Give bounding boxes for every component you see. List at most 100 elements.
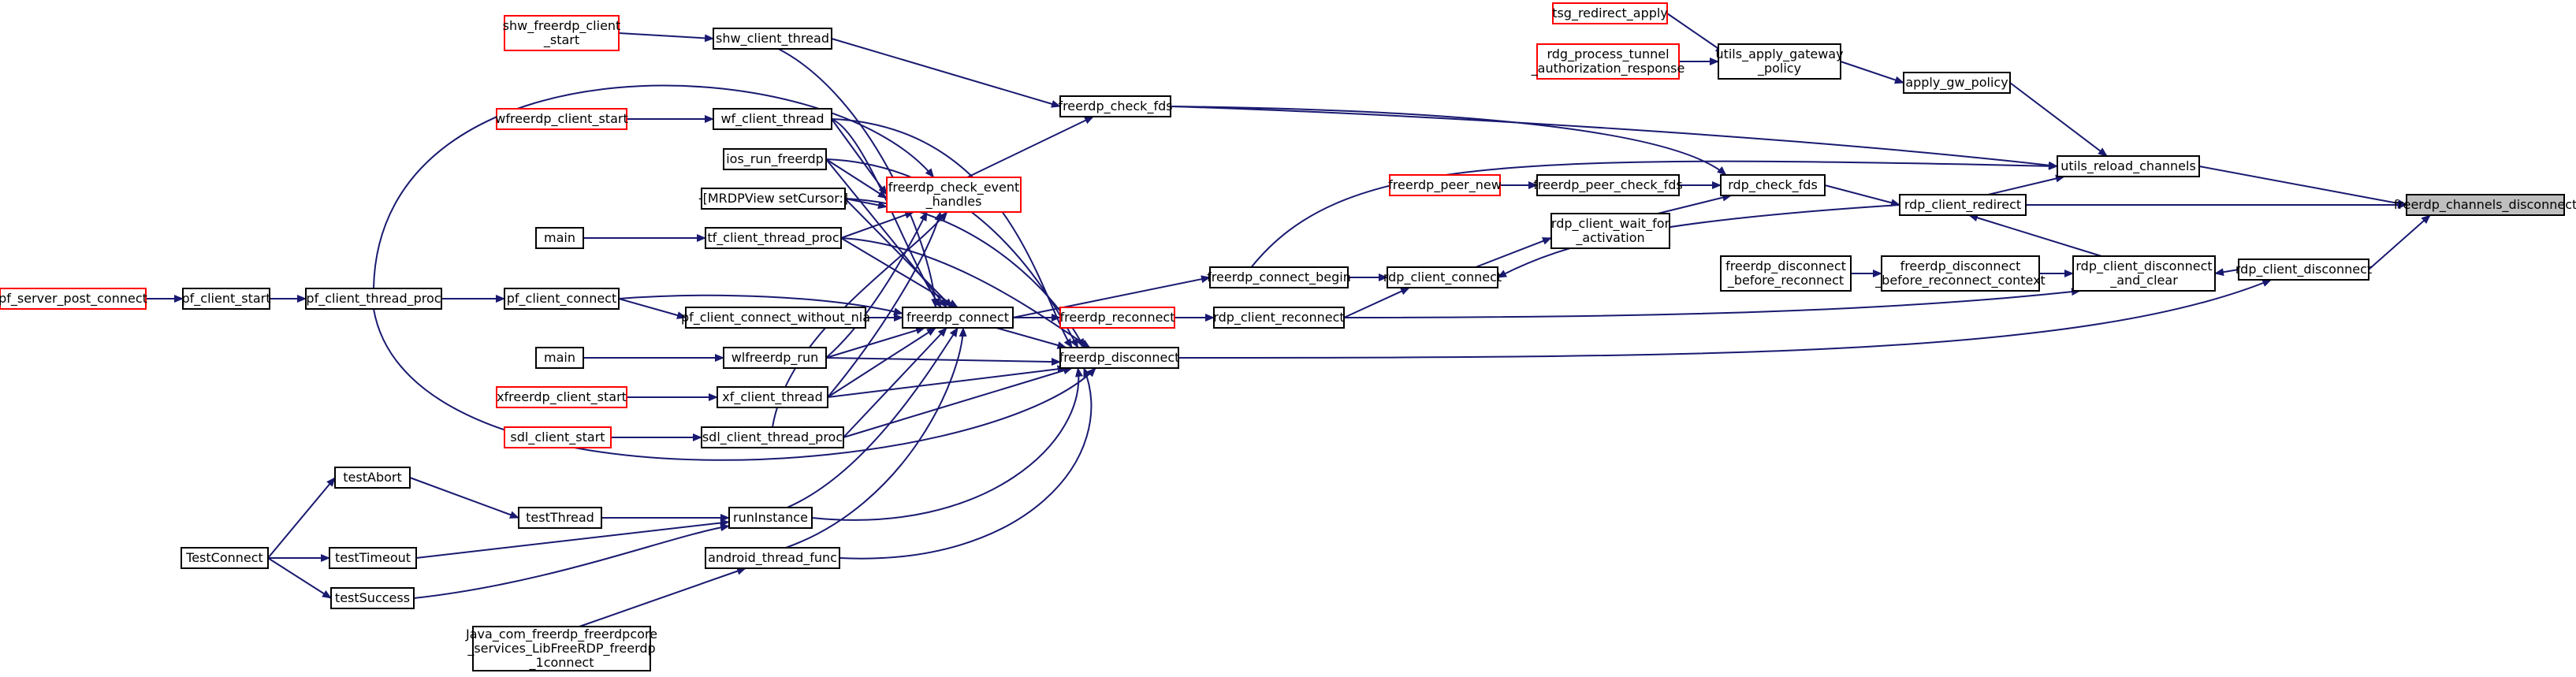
node-label: _before_reconnect_context	[1874, 273, 2046, 288]
node-label: shw_freerdp_client	[503, 18, 621, 34]
node-sdl-client-start[interactable]: sdl_client_start	[504, 426, 612, 448]
node-rdp-client-disconnect-and-clear[interactable]: rdp_client_disconnect_and_clear	[2072, 255, 2216, 292]
node-box	[685, 307, 866, 329]
edge-pf-client-thread-proc-to-freerdp-disconnect	[373, 308, 1096, 461]
edge-android-thread-func-to-freerdp-connect	[785, 327, 967, 549]
edge-freerdp-check-event-handles-to-freerdp-check-fds	[966, 116, 1094, 178]
node-box	[1720, 255, 1852, 292]
edge-freerdp-disconnect-to-rdp-client-disconnect	[1178, 279, 2273, 359]
node-label: freerdp_connect_begin	[1207, 270, 1351, 285]
edge-testconnect-to-testsuccess	[267, 557, 332, 599]
node-testabort[interactable]: testAbort	[334, 467, 411, 489]
node-utils-apply-gateway-policy[interactable]: utils_apply_gateway_policy	[1715, 43, 1844, 80]
node-label: _handles	[925, 194, 982, 210]
node-box	[1209, 266, 1349, 288]
node-testtimeout[interactable]: testTimeout	[329, 547, 417, 569]
node-shw-freerdp-client-start[interactable]: shw_freerdp_client_start	[503, 15, 621, 51]
node-label: rdp_client_disconnect	[2075, 259, 2212, 274]
node-rdp-client-disconnect[interactable]: rdp_client_disconnect	[2235, 259, 2372, 281]
node-ios-run-freerdp[interactable]: ios_run_freerdp	[723, 148, 827, 170]
node-pf-client-thread-proc[interactable]: pf_client_thread_proc	[305, 288, 442, 310]
node-freerdp-check-fds[interactable]: freerdp_check_fds	[1058, 95, 1173, 117]
edge-rdp-client-disconnect-and-clear-to-rdp-client-redirect	[1968, 214, 2102, 257]
node-testconnect[interactable]: TestConnect	[181, 547, 269, 569]
node-shw-client-thread[interactable]: shw_client_thread	[713, 28, 832, 50]
node-box	[1899, 194, 2027, 216]
node-utils-reload-channels[interactable]: utils_reload_channels	[2057, 155, 2200, 177]
node-pf-client-start[interactable]: pf_client_start	[182, 288, 271, 310]
node-label: _and_clear	[2109, 273, 2178, 288]
node-sdl-client-thread-proc[interactable]: sdl_client_thread_proc	[701, 426, 844, 448]
node-label: testSuccess	[335, 590, 410, 605]
node-tsg-redirect-apply[interactable]: tsg_redirect_apply	[1552, 2, 1668, 24]
node-freerdp-reconnect[interactable]: freerdp_reconnect	[1059, 307, 1175, 329]
node-box	[1881, 255, 2040, 292]
edge-rdp-client-wait-for-activation-to-rdp-check-fds	[1657, 193, 1733, 214]
node-rdp-client-redirect[interactable]: rdp_client_redirect	[1899, 194, 2027, 216]
edge-apply-gw-policy-to-utils-reload-channels	[2009, 82, 2108, 157]
node-pf-client-connect-without-nla[interactable]: pf_client_connect_without_nla	[681, 307, 870, 329]
node-freerdp-peer-check-fds[interactable]: freerdp_peer_check_fds	[1533, 174, 1683, 196]
node-label: freerdp_disconnect	[1059, 350, 1180, 366]
node-box	[496, 108, 627, 130]
node-pf-server-post-connect[interactable]: pf_server_post_connect	[0, 288, 147, 310]
node-label: _authorization_response	[1531, 61, 1685, 76]
node-freerdp-disconnect[interactable]: freerdp_disconnect	[1059, 347, 1180, 369]
node-testthread[interactable]: testThread	[518, 507, 602, 529]
node-freerdp-connect-begin[interactable]: freerdp_connect_begin	[1207, 266, 1351, 288]
node-box	[504, 288, 620, 310]
edge-rdp-client-reconnect-to-rdp-client-disconnect-and-clear	[1343, 288, 2081, 318]
node-xf-client-thread[interactable]: xf_client_thread	[717, 386, 828, 408]
node-freerdp-disconnect-before-reconnect[interactable]: freerdp_disconnect_before_reconnect	[1720, 255, 1852, 292]
node-testsuccess[interactable]: testSuccess	[330, 587, 415, 609]
node-label: utils_apply_gateway	[1715, 46, 1843, 62]
node-box	[1718, 43, 1841, 80]
node-box	[2238, 259, 2369, 281]
node-label: apply_gw_policy	[1905, 75, 2008, 91]
node-android-thread-func[interactable]: android_thread_func	[705, 547, 840, 569]
node-label: sdl_client_thread_proc	[702, 430, 843, 445]
node-wlfreerdp-run[interactable]: wlfreerdp_run	[723, 347, 827, 369]
node-freerdp-check-event-handles[interactable]: freerdp_check_event_handles	[886, 177, 1022, 213]
node-tf-client-thread-proc[interactable]: tf_client_thread_proc	[705, 227, 842, 249]
node-rdp-client-reconnect[interactable]: rdp_client_reconnect	[1213, 307, 1345, 329]
edge-rdp-client-connect-to-rdp-client-wait-for-activation	[1475, 236, 1552, 268]
node-wfreerdp-client-start[interactable]: wfreerdp_client_start	[495, 108, 628, 130]
node-label: testThread	[526, 510, 594, 525]
edge-rdp-client-disconnect-to-target	[2368, 214, 2431, 270]
node-rdp-check-fds[interactable]: rdp_check_fds	[1720, 174, 1826, 196]
node-freerdp-disconnect-before-reconnect-context[interactable]: freerdp_disconnect_before_reconnect_cont…	[1874, 255, 2046, 292]
node-pf-client-connect[interactable]: pf_client_connect	[504, 288, 620, 310]
node-java-connect[interactable]: Java_com_freerdp_freerdpcore_services_Li…	[465, 626, 657, 671]
node-label: -[MRDPView setCursor:]	[698, 191, 848, 206]
node-main1[interactable]: main	[535, 227, 584, 249]
edge-mrdpview-setcursor-to-freerdp-check-event-handles	[844, 198, 888, 210]
node-box	[518, 507, 602, 529]
node-rdp-client-connect[interactable]: rdp_client_connect	[1383, 266, 1502, 288]
node-box	[1903, 72, 2011, 94]
node-box	[1536, 174, 1680, 196]
node-target[interactable]: freerdp_channels_disconnect	[2394, 194, 2576, 216]
node-main2[interactable]: main	[535, 347, 584, 369]
edge-tf-client-thread-proc-to-freerdp-connect	[840, 237, 959, 308]
node-label: testAbort	[343, 470, 401, 485]
node-box	[535, 227, 584, 249]
node-box	[1387, 266, 1498, 288]
node-rdg-process-tunnel[interactable]: rdg_process_tunnel_authorization_respons…	[1531, 43, 1685, 80]
node-wf-client-thread[interactable]: wf_client_thread	[713, 108, 832, 130]
node-label: freerdp_disconnect	[1725, 259, 1846, 274]
node-freerdp-peer-new[interactable]: freerdp_peer_new	[1388, 174, 1502, 196]
node-rdp-client-wait-for-activation[interactable]: rdp_client_wait_for_activation	[1550, 213, 1670, 249]
node-runinstance[interactable]: runInstance	[728, 507, 813, 529]
node-xfreerdp-client-start[interactable]: xfreerdp_client_start	[496, 386, 627, 408]
node-label: _policy	[1757, 61, 1801, 76]
node-mrdpview-setcursor[interactable]: -[MRDPView setCursor:]	[698, 188, 848, 210]
node-label: pf_server_post_connect	[0, 291, 147, 307]
node-apply-gw-policy[interactable]: apply_gw_policy	[1903, 72, 2011, 94]
node-freerdp-connect[interactable]: freerdp_connect	[902, 307, 1014, 329]
edge-wf-client-thread-to-freerdp-disconnect	[831, 118, 1073, 348]
node-label: runInstance	[733, 510, 808, 525]
node-box	[182, 288, 270, 310]
node-label: shw_client_thread	[716, 31, 829, 46]
